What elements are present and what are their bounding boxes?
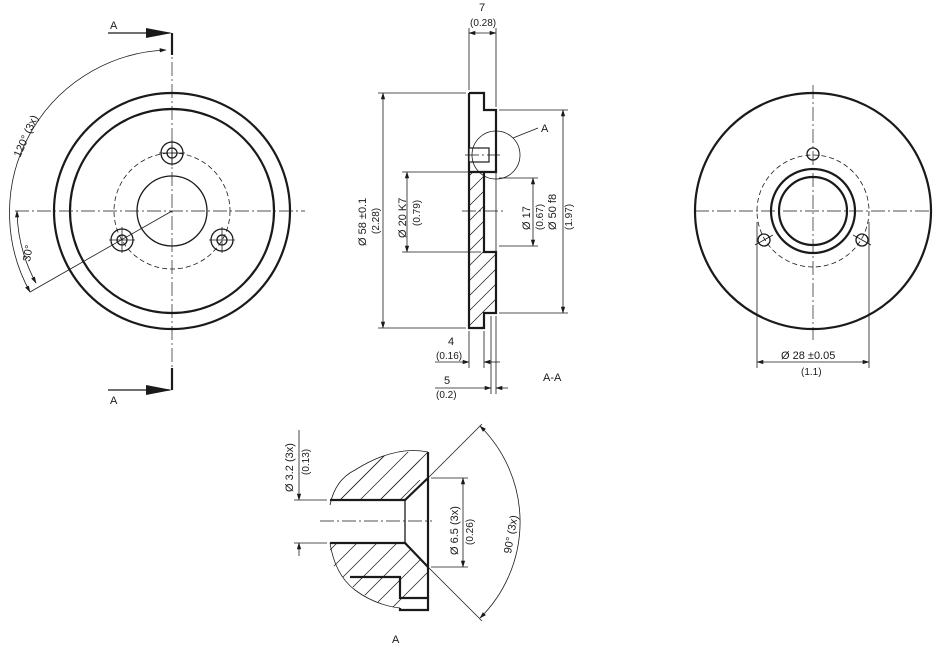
section-mark-bottom: A xyxy=(110,395,118,407)
dim-5-label: 5 xyxy=(444,375,450,387)
detail-break-bottom xyxy=(329,542,401,609)
dim-4-inch: (0.16) xyxy=(436,351,462,362)
section-view: A 7 (0.28) Ø 58 ±0.1 (2.28) Ø 20 K7 (0.7… xyxy=(357,2,575,401)
back-outer-circle xyxy=(693,91,933,331)
detail-break-top xyxy=(329,450,429,506)
detail-step xyxy=(350,575,430,612)
dim-4-label: 4 xyxy=(448,336,454,348)
section-outline-upper xyxy=(469,91,498,174)
section-screw-hole xyxy=(465,147,500,163)
section-line-top: A xyxy=(108,20,174,55)
section-title: A-A xyxy=(543,372,562,384)
dim-58-label: Ø 58 ±0.1 xyxy=(357,198,369,246)
dim-28-inch: (1.1) xyxy=(801,367,822,378)
back-view: Ø 28 ±0.05 (1.1) xyxy=(693,85,933,378)
dim-65-inch: (0.26) xyxy=(465,519,476,545)
dim-17-label: Ø 17 xyxy=(521,206,533,230)
detail-leader xyxy=(512,127,539,139)
section-mark-top: A xyxy=(110,20,118,32)
dim-32-label: Ø 3.2 (3x) xyxy=(284,443,296,492)
angle-leader-line xyxy=(29,210,173,293)
dim-7-inch: (0.28) xyxy=(470,18,496,29)
dim-32-inch: (0.13) xyxy=(301,449,312,475)
dim-65-label: Ø 6.5 (3x) xyxy=(449,506,461,555)
detail-hatch xyxy=(330,452,428,610)
dim-5-inch: (0.2) xyxy=(436,390,457,401)
dim-20-label: Ø 20 K7 xyxy=(397,198,409,238)
dim-50-label: Ø 50 f8 xyxy=(547,194,559,230)
back-mounting-holes xyxy=(754,147,872,247)
detail-ref-label: A xyxy=(541,123,549,135)
dim-17-inch: (0.67) xyxy=(535,204,546,230)
angle-30-arc xyxy=(14,210,37,284)
front-view: A A xyxy=(9,20,305,407)
section-line-bottom: A xyxy=(108,368,174,407)
dim-50-inch: (1.97) xyxy=(564,204,575,230)
dim-7-label: 7 xyxy=(479,2,485,14)
angle-120-label: 120° (3x) xyxy=(12,113,41,159)
dim-20-inch: (0.79) xyxy=(412,200,423,226)
dim-28-label: Ø 28 ±0.05 xyxy=(781,350,835,362)
detail-title: A xyxy=(392,634,400,646)
dim-58-inch: (2.28) xyxy=(371,208,382,234)
angle-120-arc xyxy=(9,48,167,293)
detail-circle xyxy=(471,130,521,180)
back-hub-inner xyxy=(777,175,849,247)
back-bolt-circle xyxy=(756,154,870,268)
detail-view: Ø 3.2 (3x) (0.13) Ø 6.5 (3x) (0.26) 90° … xyxy=(284,423,521,646)
angle-90-arc xyxy=(479,425,521,619)
back-hub-outer xyxy=(769,167,857,255)
angle-30-label: 30° xyxy=(21,244,36,262)
section-outline-lower xyxy=(467,93,498,330)
